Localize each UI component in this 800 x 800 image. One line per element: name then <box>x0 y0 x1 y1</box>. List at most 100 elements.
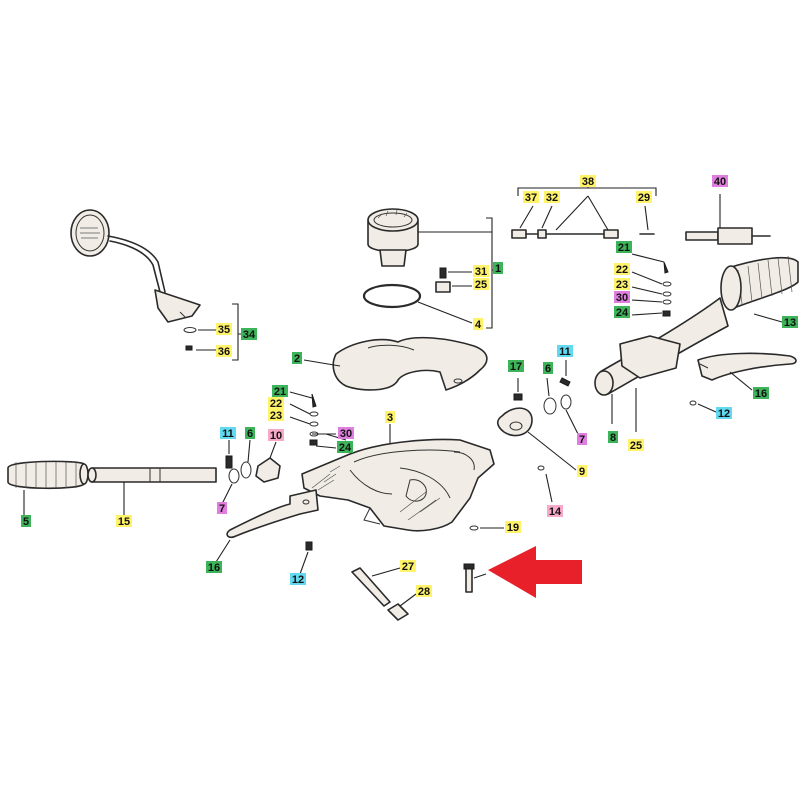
headset-lower-body <box>301 424 495 532</box>
speedometer <box>362 208 496 329</box>
callout-highlight <box>557 345 573 357</box>
callout-number: 15 <box>118 516 130 528</box>
callout-11: 11 <box>220 427 236 440</box>
callout-17: 17 <box>508 360 524 373</box>
callout-number: 36 <box>218 346 230 358</box>
callout-highlight <box>577 465 587 477</box>
callout-number: 29 <box>638 192 650 204</box>
callout-highlight <box>508 360 524 372</box>
left-tube <box>87 467 217 516</box>
callout-2: 2 <box>292 352 302 365</box>
callout-highlight <box>493 262 503 274</box>
callout-highlight <box>220 427 236 439</box>
callout-highlight <box>616 241 632 253</box>
callout-9: 9 <box>577 465 587 478</box>
mirror <box>70 209 243 361</box>
callout-number: 6 <box>247 428 253 440</box>
callout-highlight <box>580 175 596 187</box>
callout-number: 3 <box>387 412 393 424</box>
callout-29: 29 <box>636 191 652 204</box>
callout-number: 1 <box>495 263 501 275</box>
callout-highlight <box>245 427 255 439</box>
callout-highlight <box>385 411 395 423</box>
callout-5: 5 <box>21 515 31 528</box>
callout-highlight <box>400 560 416 572</box>
callout-number: 40 <box>714 176 726 188</box>
callout-13: 13 <box>782 316 798 329</box>
pointer-arrow <box>488 546 582 598</box>
callout-24: 24 <box>337 441 353 454</box>
callout-12: 12 <box>290 573 306 586</box>
right-twist-grip <box>594 255 799 432</box>
callout-highlight <box>608 431 618 443</box>
callout-highlight <box>216 345 232 357</box>
cable-assembly <box>511 180 657 239</box>
callout-37: 37 <box>523 191 539 204</box>
callout-number: 11 <box>222 428 234 440</box>
callout-7: 7 <box>217 502 227 515</box>
callout-number: 10 <box>270 430 282 442</box>
callout-number: 24 <box>616 307 629 319</box>
callout-number: 2 <box>294 353 300 365</box>
callout-highlight <box>543 362 553 374</box>
callout-highlight <box>21 515 31 527</box>
callout-number: 35 <box>218 324 230 336</box>
callout-16: 16 <box>753 387 769 400</box>
callout-number: 23 <box>616 279 628 291</box>
callout-number: 9 <box>579 466 585 478</box>
callout-highlight <box>473 278 489 290</box>
callout-16: 16 <box>206 561 222 574</box>
callout-24: 24 <box>614 306 630 319</box>
callout-15: 15 <box>116 515 132 528</box>
callout-number: 14 <box>549 506 562 518</box>
callout-number: 21 <box>274 386 286 398</box>
callout-number: 22 <box>270 398 282 410</box>
callout-highlight <box>206 561 222 573</box>
callout-23: 23 <box>614 278 630 291</box>
callout-number: 25 <box>475 279 487 291</box>
callout-highlight <box>337 441 353 453</box>
right-switch-parts <box>496 360 579 503</box>
callout-number: 4 <box>475 319 482 331</box>
callout-36: 36 <box>216 345 232 358</box>
left-lever <box>215 489 319 575</box>
callout-highlight <box>782 316 798 328</box>
callout-3: 3 <box>385 411 395 424</box>
callout-number: 13 <box>784 317 796 329</box>
callout-number: 23 <box>270 410 282 422</box>
callout-number: 21 <box>618 242 630 254</box>
callout-14: 14 <box>547 505 563 518</box>
callout-highlight <box>416 585 432 597</box>
callout-22: 22 <box>614 263 630 276</box>
bolts <box>351 525 504 621</box>
callout-number: 16 <box>208 562 220 574</box>
callout-12: 12 <box>716 407 732 420</box>
callout-highlight <box>216 323 232 335</box>
callout-35: 35 <box>216 323 232 336</box>
callout-highlight <box>614 278 630 290</box>
callout-number: 16 <box>755 388 767 400</box>
callout-highlight <box>338 427 354 439</box>
callout-highlight <box>290 573 306 585</box>
callout-number: 19 <box>507 522 519 534</box>
callout-highlight <box>268 429 284 441</box>
callout-8: 8 <box>608 431 618 444</box>
callout-6: 6 <box>543 362 553 375</box>
right-lever <box>689 352 797 413</box>
callout-number: 28 <box>418 586 430 598</box>
callout-number: 32 <box>546 192 558 204</box>
callout-11: 11 <box>557 345 573 358</box>
callout-number: 25 <box>630 440 642 452</box>
callout-1: 1 <box>493 262 503 275</box>
callout-number: 30 <box>616 292 628 304</box>
callout-19: 19 <box>505 521 521 534</box>
callout-number: 17 <box>510 361 522 373</box>
callout-4: 4 <box>473 318 483 331</box>
callout-number: 5 <box>23 516 29 528</box>
callout-highlight <box>614 263 630 275</box>
callout-32: 32 <box>544 191 560 204</box>
left-small-parts <box>289 391 337 449</box>
callout-highlight <box>523 191 539 203</box>
